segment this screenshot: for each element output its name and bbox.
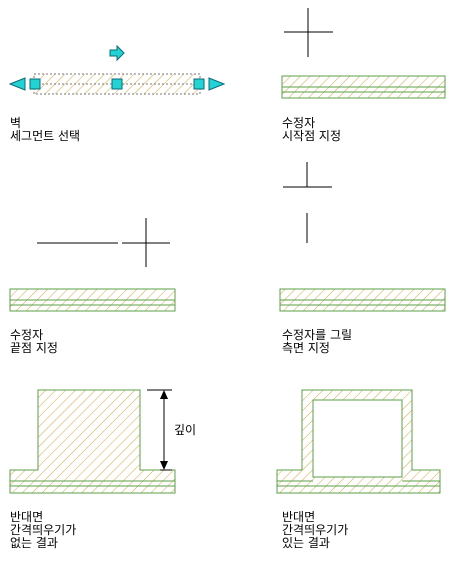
modifier-solid-block: [9, 389, 176, 494]
left-end-grip[interactable]: [8, 77, 26, 91]
start-grip[interactable]: [29, 78, 41, 90]
depth-dimension: [147, 389, 172, 471]
panel-select-wall: [8, 44, 226, 95]
caption-side-select: 수정자를 그릴 측면 지정: [282, 328, 353, 355]
panel-side-select: [279, 162, 446, 312]
caption-end-point: 수정자 끝점 지정: [10, 328, 58, 355]
panel-result-no-offset: 깊이: [9, 389, 196, 494]
wall-segment: [9, 288, 176, 312]
wall-segment: [281, 75, 446, 99]
caption-result-with-offset: 반대면 간격띄우기가 있는 결과: [282, 510, 349, 550]
caption-start-point: 수정자 시작점 지정: [282, 116, 342, 143]
panel-result-with-offset: [276, 389, 441, 494]
panel-start-point: [281, 8, 446, 99]
caption-result-no-offset: 반대면 간격띄우기가 없는 결과: [10, 510, 77, 550]
end-grip[interactable]: [193, 78, 205, 90]
right-end-grip[interactable]: [208, 77, 226, 91]
move-arrow-grip[interactable]: [109, 44, 125, 62]
modifier-hollow-frame: [276, 389, 441, 494]
caption-select-wall: 벽 세그먼트 선택: [10, 116, 81, 143]
panel-end-point: [9, 218, 176, 312]
depth-label: 깊이: [174, 423, 196, 437]
mid-grip[interactable]: [111, 78, 123, 90]
wall-segment: [279, 288, 446, 312]
